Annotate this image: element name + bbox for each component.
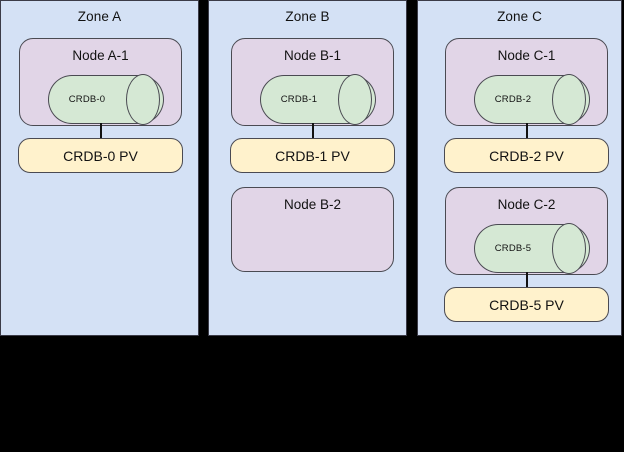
volume-crdb-1-pv-label: CRDB-1 PV — [275, 147, 350, 164]
database-crdb-1[interactable]: CRDB-1 — [260, 74, 376, 125]
node-b-2-title: Node B-2 — [283, 197, 342, 212]
volume-crdb-5-pv-label: CRDB-5 PV — [489, 296, 564, 313]
node-c-2[interactable]: Node C-2 CRDB-5 — [445, 187, 608, 275]
cylinder-cap — [338, 74, 372, 125]
cylinder-cap — [552, 74, 586, 125]
zone-b[interactable]: Zone B Node B-1 CRDB-1 CRDB-1 PV Node B-… — [208, 0, 407, 336]
node-b-2[interactable]: Node B-2 — [231, 187, 394, 272]
volume-crdb-2-pv-label: CRDB-2 PV — [489, 147, 564, 164]
zone-b-title: Zone B — [285, 9, 330, 24]
volume-crdb-2-pv[interactable]: CRDB-2 PV — [444, 138, 609, 173]
node-c-1-title: Node C-1 — [497, 48, 556, 63]
node-c-1[interactable]: Node C-1 CRDB-2 — [445, 38, 608, 126]
zone-c[interactable]: Zone C Node C-1 CRDB-2 CRDB-2 PV Node C-… — [417, 0, 622, 336]
database-crdb-5[interactable]: CRDB-5 — [474, 223, 590, 274]
node-c-2-title: Node C-2 — [497, 197, 556, 212]
zone-c-title: Zone C — [497, 9, 542, 24]
volume-crdb-5-pv[interactable]: CRDB-5 PV — [444, 287, 609, 322]
database-crdb-0[interactable]: CRDB-0 — [48, 74, 164, 125]
zone-a[interactable]: Zone A Node A-1 CRDB-0 CRDB-0 PV — [0, 0, 199, 336]
volume-crdb-1-pv[interactable]: CRDB-1 PV — [230, 138, 395, 173]
zone-a-title: Zone A — [77, 9, 122, 24]
volume-crdb-0-pv-label: CRDB-0 PV — [63, 147, 138, 164]
database-crdb-2[interactable]: CRDB-2 — [474, 74, 590, 125]
node-a-1[interactable]: Node A-1 CRDB-0 — [19, 38, 182, 126]
node-b-1-title: Node B-1 — [283, 48, 342, 63]
volume-crdb-0-pv[interactable]: CRDB-0 PV — [18, 138, 183, 173]
database-crdb-2-label: CRDB-2 — [494, 94, 532, 105]
connector-crdb-1-to-pv — [312, 123, 314, 139]
connector-crdb-2-to-pv — [526, 123, 528, 139]
database-crdb-1-label: CRDB-1 — [280, 94, 318, 105]
cylinder-cap — [552, 223, 586, 274]
cylinder-cap — [126, 74, 160, 125]
node-a-1-title: Node A-1 — [72, 48, 129, 63]
database-crdb-5-label: CRDB-5 — [494, 243, 532, 254]
connector-crdb-0-to-pv — [100, 123, 102, 139]
connector-crdb-5-to-pv — [526, 272, 528, 288]
database-crdb-0-label: CRDB-0 — [68, 94, 106, 105]
node-b-1[interactable]: Node B-1 CRDB-1 — [231, 38, 394, 126]
